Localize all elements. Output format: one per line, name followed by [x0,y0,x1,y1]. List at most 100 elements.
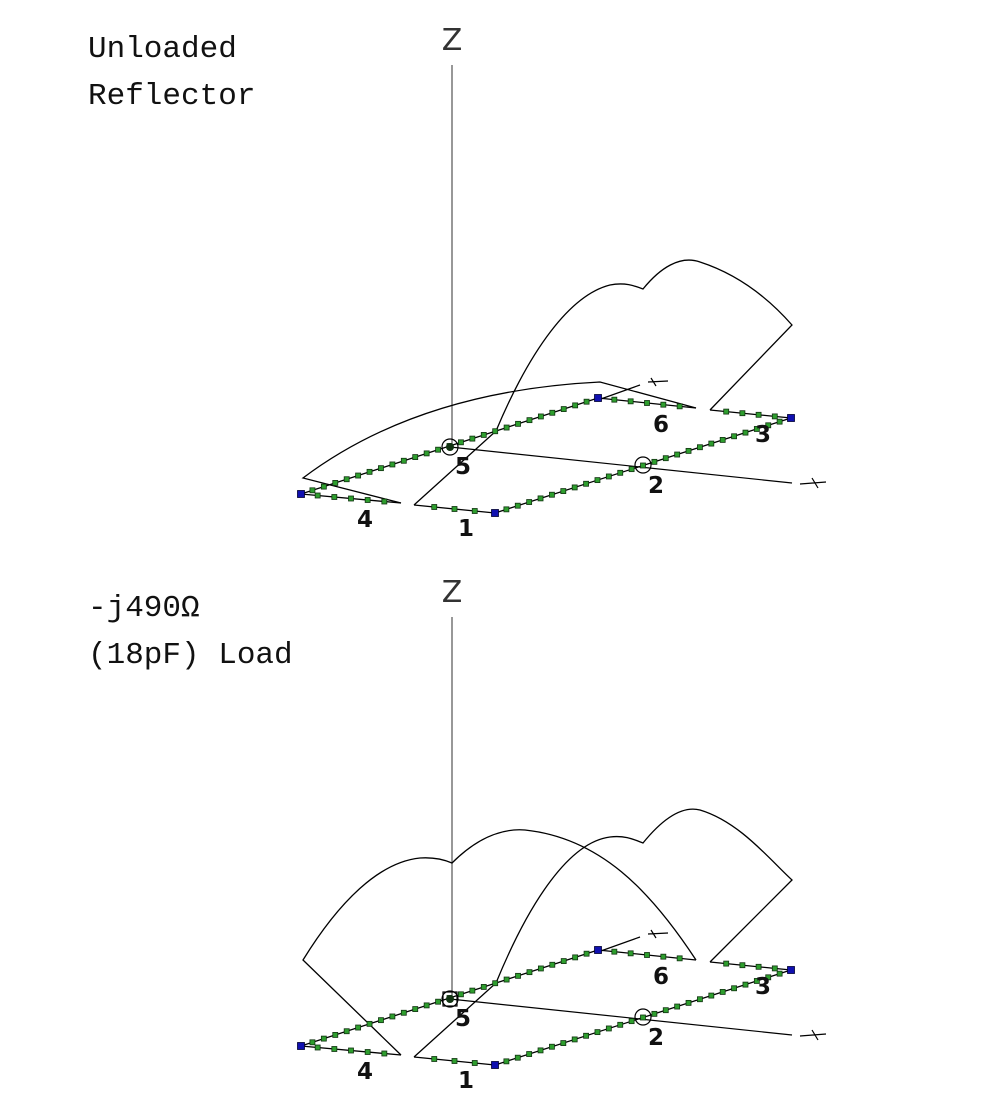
segment-marker [723,960,730,967]
segment-marker [594,477,601,484]
segment-marker [676,955,683,962]
segment-marker [451,506,458,512]
segment-marker [765,422,772,429]
segment-marker [753,978,760,984]
segment-marker [400,457,407,464]
caption-loaded: -j490Ω (18pF) Load [88,585,293,679]
segment-marker [611,396,618,403]
segment-marker [431,504,438,510]
segment-marker [364,497,371,503]
segment-marker [572,402,579,409]
segment-marker [515,972,521,979]
segment-marker [719,437,726,443]
source-circle-icon [441,438,459,456]
segment-marker [640,1014,646,1021]
segment-marker [514,1054,521,1061]
segment-marker [492,980,499,987]
wire-label-6: 6 [653,412,669,438]
segment-marker [628,466,635,473]
segment-marker [309,1039,316,1046]
segment-marker [644,400,650,406]
segment-marker [480,432,487,438]
segment-marker [662,455,669,462]
wire-end-marker [787,966,795,974]
segment-marker [660,953,667,960]
segment-marker [571,484,578,491]
segment-marker [515,420,521,427]
segment-marker [776,418,783,425]
segment-marker [514,502,521,509]
segment-marker [320,483,327,490]
segment-marker [469,435,476,442]
wire-2 [494,969,792,1066]
segment-marker [674,451,681,458]
wire-3 [709,960,792,972]
y-axis [597,936,641,953]
segment-marker [503,976,510,983]
wire-label-4: 4 [357,507,373,533]
segment-marker [674,1003,681,1010]
segment-marker [549,409,556,416]
segment-marker [697,444,703,451]
segment-marker [348,1047,354,1054]
wire-3 [709,408,792,420]
wire-end-marker [594,394,602,402]
wire-line [709,409,792,419]
y-axis [597,384,641,401]
wire-end-marker [491,509,499,517]
wire-label-1: 1 [458,1068,474,1094]
segment-marker [685,447,692,454]
segment-marker [381,1050,388,1057]
segment-marker [471,1060,478,1066]
load-marker-icon [442,991,458,1007]
segment-marker [480,984,487,990]
segment-marker [560,1040,567,1046]
segment-marker [765,974,772,981]
segment-marker [423,450,430,457]
segment-marker [503,1058,510,1065]
radiation-pattern [302,808,793,1058]
segment-marker [719,989,726,995]
segment-marker [458,991,464,998]
wire-end-marker [594,946,602,954]
segment-marker [560,958,567,964]
x-axis-marker-icon [799,477,827,489]
segment-marker [685,999,692,1006]
source-circle-icon [634,1008,652,1026]
segment-marker [469,987,476,994]
segment-marker [755,411,762,418]
segment-marker [560,488,567,494]
wire-label-1: 1 [458,516,474,542]
segment-marker [364,1049,371,1055]
segment-marker [739,410,746,417]
segment-marker [503,424,510,431]
segment-marker [755,963,762,970]
source-circle-icon [634,456,652,474]
segment-marker [537,965,544,972]
segment-marker [594,1029,601,1036]
segment-marker [549,961,556,968]
segment-marker [343,1028,350,1035]
segment-marker [526,1051,533,1057]
segment-marker [381,498,388,505]
wire-label-3: 3 [755,422,771,448]
segment-marker [605,473,612,480]
wire-label-4: 4 [357,1059,373,1085]
segment-marker [771,965,778,972]
segment-marker [651,1010,658,1017]
source-dot-icon [446,995,454,1003]
segment-marker [583,480,589,487]
wire-4 [300,1044,402,1057]
caption-line-1: -j490Ω [88,591,200,626]
wire-label-5: 5 [455,454,471,480]
segment-marker [583,398,590,405]
wire-label-5: 5 [455,1006,471,1032]
wire-6 [597,948,697,962]
segment-marker [320,1035,327,1042]
segment-marker [537,1047,544,1054]
segment-marker [492,428,499,435]
segment-marker [708,992,715,999]
wire-end-marker [297,490,305,498]
